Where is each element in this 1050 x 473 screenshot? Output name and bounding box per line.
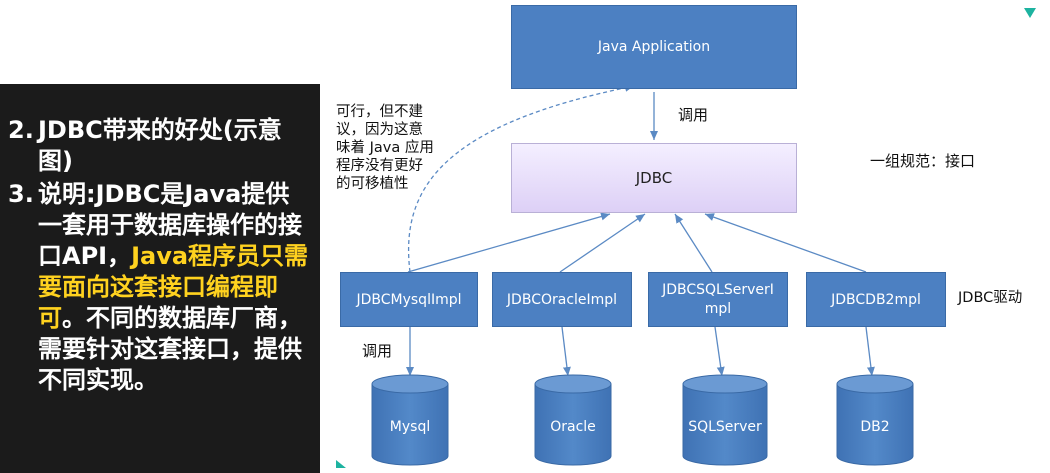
jdbc-interface-box: JDBC [511,143,797,213]
corner-mark-bottom-left [336,460,346,468]
jdbc-db2-impl-box: JDBCDB2mpl [806,272,946,327]
jdbc-side-label: 一组规范：接口 [870,152,976,170]
mysql-database-cylinder: Mysql [371,374,449,466]
mysql-label: Mysql [390,419,430,435]
jdbc-sqlserver-impl-label-line2: mpl [704,300,732,317]
sqlserver-impl-to-db-arrow [714,326,725,377]
item-3-text: 说明:JDBC是Java提供一套用于数据库操作的接口API，Java程序员只需要… [38,179,310,396]
item-3-text-start: 说明:JDBC是Java提供一套用于数据库操作的接口API， [38,180,302,270]
item-2-number: 2. [8,116,34,144]
jdbc-oracle-impl-label: JDBCOracleImpl [506,291,618,308]
mysql-impl-to-jdbc-arrow [407,212,611,273]
corner-mark-top-right [1024,8,1036,18]
jdbc-sqlserver-impl-label-line1: JDBCSQLServerI [662,281,774,298]
sqlserver-impl-to-jdbc-arrow [674,213,713,273]
java-application-box: Java Application [511,5,797,89]
call-label-top: 调用 [678,106,709,124]
item-3-highlight: Java程序员只需要面向这套接口编程即可 [38,242,309,332]
jdbc-db2-impl-label: JDBCDB2mpl [831,291,921,308]
note-line: 议，因为这意 [336,122,423,138]
db2-impl-to-jdbc-arrow [704,213,867,273]
jdbc-label: JDBC [635,169,673,187]
db2-impl-to-db-arrow [865,326,875,377]
java-application-label: Java Application [597,39,711,55]
jdbc-sqlserver-impl-box: JDBCSQLServerI mpl [648,272,788,327]
db2-database-cylinder: DB2 [836,374,914,466]
jdbc-mysql-impl-label: JDBCMysqlImpl [356,291,462,308]
call-label-bottom: 调用 [362,342,393,360]
note-line: 味着 Java 应用 [336,140,434,156]
db2-label: DB2 [860,419,889,435]
note-line: 程序没有更好 [336,158,423,174]
sqlserver-database-cylinder: SQLServer [682,374,768,466]
jdbc-mysql-impl-box: JDBCMysqlImpl [340,272,478,327]
sqlserver-label: SQLServer [688,419,762,435]
portability-note: 可行，但不建 议，因为这意 味着 Java 应用 程序没有更好 的可移植性 [336,103,486,193]
item-3-number: 3. [8,180,34,208]
note-line: 可行，但不建 [336,104,423,120]
oracle-impl-to-jdbc-arrow [559,213,646,273]
oracle-database-cylinder: Oracle [534,374,612,466]
note-line: 的可移植性 [336,176,409,192]
driver-side-label: JDBC驱动 [958,290,1023,306]
item-2-text: JDBC带来的好处(示意图) [38,116,282,175]
jdbc-oracle-impl-box: JDBCOracleImpl [492,272,632,327]
description-panel [0,84,320,473]
oracle-impl-to-db-arrow [561,326,571,377]
item-3-text-end: 。不同的数据库厂商，需要针对这套接口，提供不同实现。 [38,304,302,394]
oracle-label: Oracle [550,419,596,435]
direct-call-dashed-arrow [407,83,635,273]
